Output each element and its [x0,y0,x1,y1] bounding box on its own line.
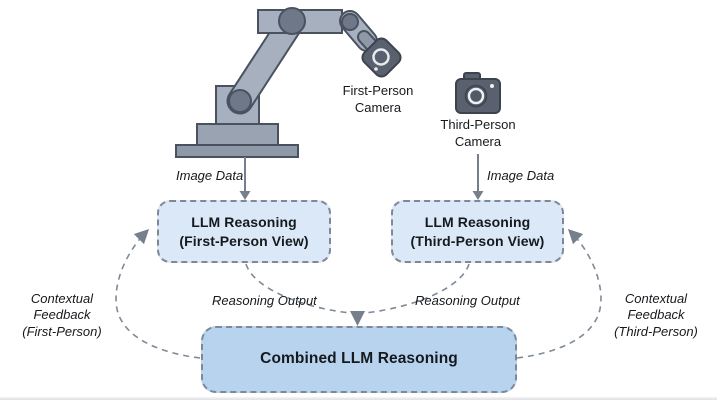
llm-reasoning-first-person-node: LLM Reasoning (First-Person View) [157,200,331,263]
first-person-camera-label-line2: Camera [354,99,402,115]
image-data-label-third: Image Data [487,168,555,183]
first-person-camera-body [361,37,402,78]
third-person-camera-label-line2: Camera [454,133,502,149]
reasoning-output-curve-third [364,263,470,314]
robot-arm-icon [175,7,381,158]
robot-base-mid [196,123,279,146]
llm-first-node-line2: (First-Person View) [179,232,309,249]
reasoning-output-label-third: Reasoning Output [415,293,520,308]
contextual-feedback-curve-third [516,228,602,359]
robot-arm-link [228,9,304,113]
combined-llm-reasoning-node: Combined LLM Reasoning [201,326,517,393]
first-person-camera-dot [374,67,378,71]
third-person-camera-icon [455,72,501,114]
contextual-feedback-label-third: Contextual Feedback (Third-Person) [597,291,715,340]
third-person-camera-dot [490,84,494,88]
contextual-feedback-label-first: Contextual Feedback (First-Person) [3,291,121,340]
first-person-camera-label: First-Person Camera [337,83,419,117]
llm-reasoning-third-person-node: LLM Reasoning (Third-Person View) [391,200,564,263]
contextual-feedback-third-line1: Contextual Feedback [624,291,688,323]
image-data-label-first: Image Data [176,168,244,183]
contextual-feedback-third-line2: (Third-Person) [614,323,698,339]
robot-wrist-joint [341,13,359,31]
combined-node-label: Combined LLM Reasoning [260,350,458,368]
image-data-arrow-third [472,154,484,200]
first-person-camera-lens [372,48,390,66]
llm-third-node-line1: LLM Reasoning [424,214,531,231]
robot-base-plate [175,144,299,158]
third-person-camera-lens-ring [467,87,485,105]
first-person-camera-label-line1: First-Person [342,83,414,98]
reasoning-output-curve-first [245,263,351,314]
robot-shoulder-joint [278,7,306,35]
third-person-camera-label: Third-Person Camera [437,117,519,151]
reasoning-output-label-first: Reasoning Output [212,293,317,308]
reasoning-output-arrowhead [350,311,365,326]
third-person-camera-label-line1: Third-Person [440,117,516,132]
contextual-feedback-first-line2: (First-Person) [22,323,102,339]
robot-elbow-joint [228,89,252,113]
first-person-camera-icon [361,37,402,78]
llm-first-node-line1: LLM Reasoning [191,214,297,231]
contextual-feedback-first-line1: Contextual Feedback [30,291,94,323]
image-data-arrow-first [239,157,251,200]
bottom-edge-shadow [0,397,717,400]
contextual-feedback-curve-first [115,228,201,359]
llm-third-node-line2: (Third-Person View) [410,232,545,249]
